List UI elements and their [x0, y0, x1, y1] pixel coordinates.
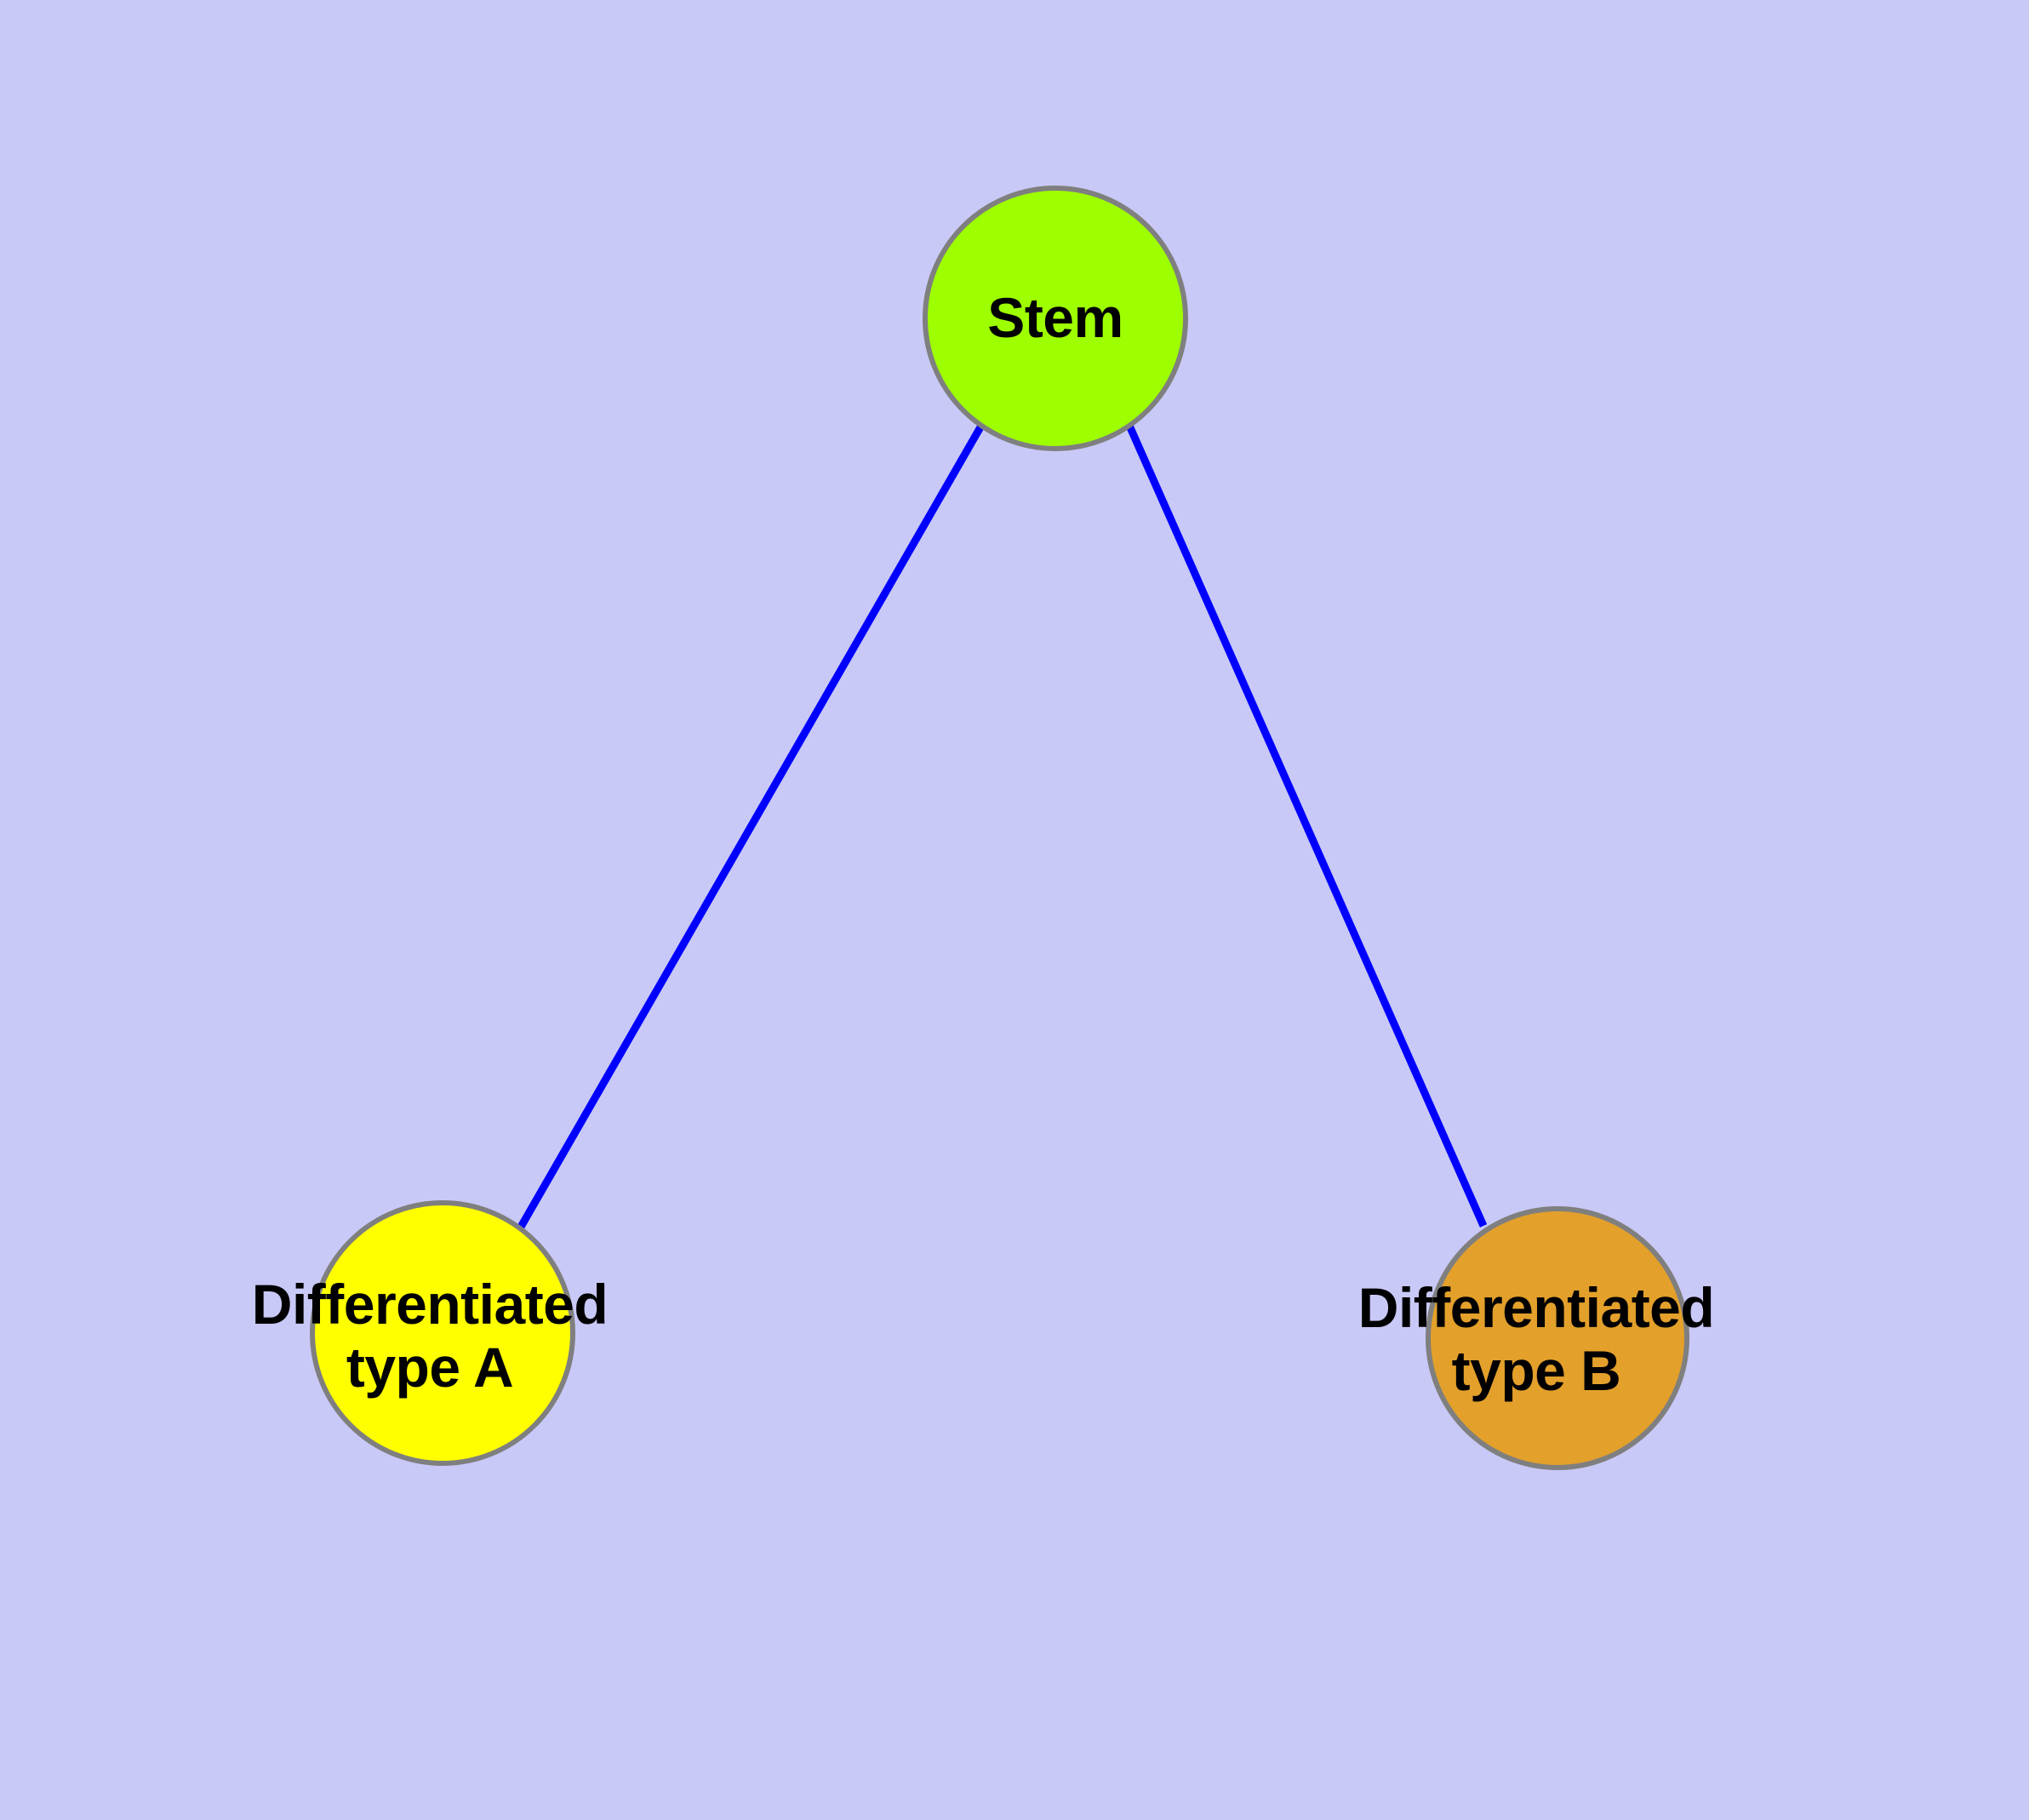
- node-stem[interactable]: [923, 186, 1188, 451]
- node-layer: [310, 186, 1689, 1470]
- edge-layer: [517, 423, 1488, 1231]
- node-type-b[interactable]: [1426, 1206, 1689, 1470]
- node-type-a[interactable]: [310, 1200, 575, 1466]
- graph-edge-stem-to-type-a: [517, 423, 985, 1231]
- graph-edge-stem-to-type-b: [1125, 424, 1488, 1228]
